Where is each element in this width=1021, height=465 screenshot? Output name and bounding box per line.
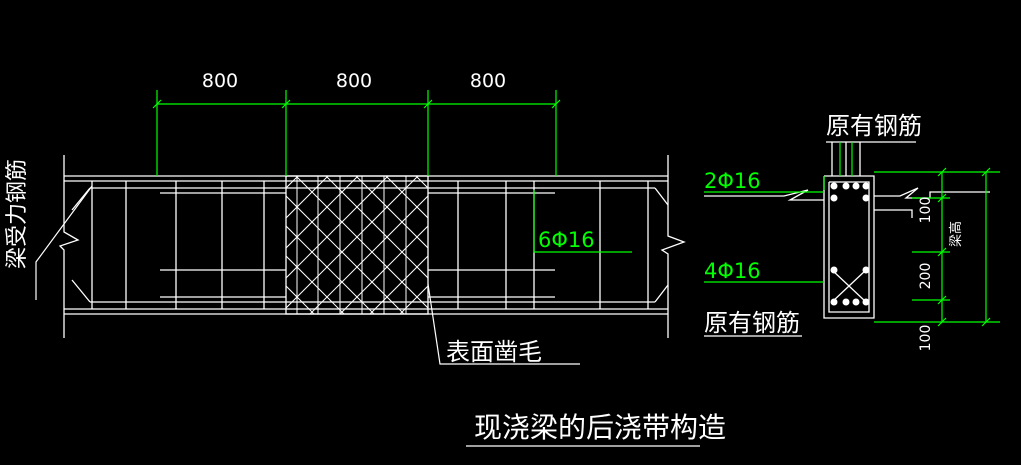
right-break-line [660,155,686,338]
dimension-label-2: 800 [336,70,372,92]
drawing-title: 现浇梁的后浇带构造 [474,411,726,444]
surface-label-leader [427,283,580,365]
dimension-label-3: 800 [470,70,506,92]
stirrup-cross [831,269,867,303]
rebar-hook [654,284,669,303]
section-inner [828,181,870,313]
left-break-line [58,155,80,338]
dim-200: 200 [918,263,934,290]
surface-label: 表面凿毛 [446,338,542,366]
section-bottom-label: 原有钢筋 [704,309,800,337]
slab-left-top [704,189,824,201]
post-cast-strip [285,175,429,315]
beam-cross-section [704,141,990,337]
bottom-rebar-label: 4Φ16 [704,259,761,283]
rebar-hook [71,187,91,211]
dim-100-top: 100 [918,197,934,224]
top-rebar-label: 2Φ16 [704,169,761,193]
section-rebars [830,182,870,306]
top-dimension-chain [152,90,632,253]
rebar-label-6phi16: 6Φ16 [538,228,595,252]
hatch-pattern [286,176,428,314]
dimension-label-1: 800 [202,70,238,92]
rebar-label-leader [533,190,632,253]
dim-100-bottom: 100 [918,325,934,352]
right-slab-ledge [874,209,913,218]
side-label: 梁受力钢筋 [5,159,30,269]
beam-height-label: 梁高 [948,221,964,247]
section-green-lines [704,142,1000,327]
rebar-hook [654,187,669,206]
side-label-leader [35,185,93,300]
section-top-label: 原有钢筋 [826,112,922,140]
rebar-hook [71,279,91,303]
beam-elevation [35,155,686,365]
slab-right-top [874,187,990,199]
section-outline [823,175,875,319]
